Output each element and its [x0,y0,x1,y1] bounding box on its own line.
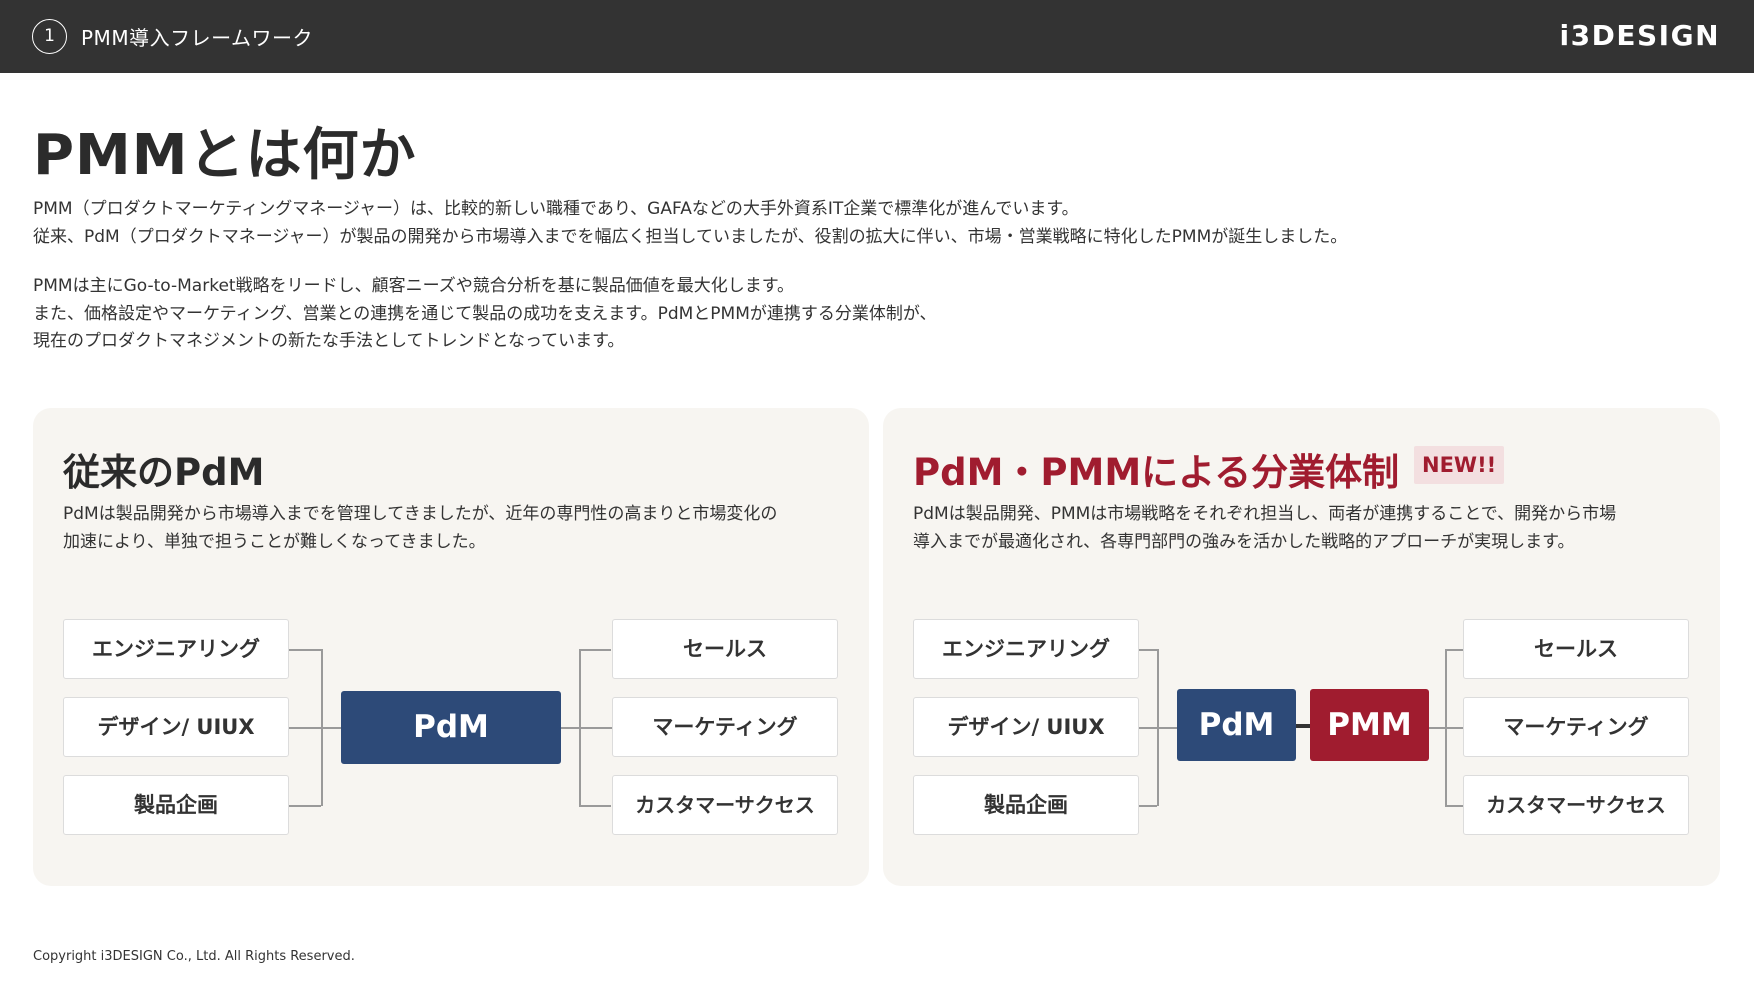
intro-line: 現在のプロダクトマネジメントの新たな手法としてトレンドとなっています。 [33,331,625,351]
panel-description-line: PdMは製品開発から市場導入までを管理してきましたが、近年の専門性の高まりと市場… [63,504,778,524]
connector-line [1445,649,1447,806]
section-number-badge: 1 [32,19,67,54]
brand-logo: i3DESIGN [1559,19,1720,52]
connector-line [289,649,321,651]
pdm-role-box: PdM [1177,689,1296,761]
dept-box-engineering: エンジニアリング [63,619,289,679]
dept-box-design: デザイン/ UIUX [63,697,289,757]
panel-title: 従来のPdM [63,451,265,494]
dept-box-engineering: エンジニアリング [913,619,1139,679]
connector-line [579,649,611,651]
connector-line [1139,727,1179,729]
header-bar: 1 PMM導入フレームワーク i3DESIGN [0,0,1754,73]
section-title: PMM導入フレームワーク [81,26,313,50]
intro-line: PMMは主にGo-to-Market戦略をリードし、顧客ニーズや競合分析を基に製… [33,276,795,296]
intro-line: 従来、PdM（プロダクトマネージャー）が製品の開発から市場導入までを幅広く担当し… [33,226,1348,247]
dept-box-planning: 製品企画 [913,775,1139,835]
dept-box-design: デザイン/ UIUX [913,697,1139,757]
dept-box-planning: 製品企画 [63,775,289,835]
intro-line: PMM（プロダクトマーケティングマネージャー）は、比較的新しい職種であり、GAF… [33,199,1079,219]
dept-box-sales: セールス [612,619,838,679]
panel-description: PdMは製品開発から市場導入までを管理してきましたが、近年の専門性の高まりと市場… [63,500,777,556]
connector-line [289,805,321,807]
connector-line [561,727,613,729]
traditional-pdm-panel: 従来のPdM PdMは製品開発から市場導入までを管理してきましたが、近年の専門性… [33,408,869,886]
dept-box-sales: セールス [1463,619,1689,679]
panel-description-line: PdMは製品開発、PMMは市場戦略をそれぞれ担当し、両者が連携することで、開発か… [913,504,1617,524]
page-title: PMMとは何か [33,123,417,188]
connector-line [289,727,345,729]
panel-description: PdMは製品開発、PMMは市場戦略をそれぞれ担当し、両者が連携することで、開発か… [913,500,1616,556]
dept-box-marketing: マーケティング [612,697,838,757]
dept-box-marketing: マーケティング [1463,697,1689,757]
connector-line [321,649,323,806]
connector-line [1445,805,1463,807]
connector-line [1445,649,1463,651]
pdm-pmm-division-panel: PdM・PMMによる分業体制 NEW!! PdMは製品開発、PMMは市場戦略をそ… [883,408,1720,886]
connector-line [579,649,581,806]
connector-line [1139,805,1157,807]
pmm-role-box: PMM [1310,689,1429,761]
new-badge: NEW!! [1414,446,1505,484]
dept-box-customer-success: カスタマーサクセス [612,775,838,835]
connector-line [579,805,611,807]
pdm-pmm-link [1296,724,1310,728]
connector-line [1157,649,1159,806]
copyright-footer: Copyright i3DESIGN Co., Ltd. All Rights … [33,949,355,964]
intro-text: PMM（プロダクトマーケティングマネージャー）は、比較的新しい職種であり、GAF… [33,196,1347,356]
intro-line: また、価格設定やマーケティング、営業との連携を通じて製品の成功を支えます。PdM… [33,303,937,324]
dept-box-customer-success: カスタマーサクセス [1463,775,1689,835]
panel-description-line: 加速により、単独で担うことが難しくなってきました。 [63,532,486,552]
connector-line [1139,649,1157,651]
pdm-role-box: PdM [341,691,561,764]
panel-title: PdM・PMMによる分業体制 [913,451,1400,494]
panel-description-line: 導入までが最適化され、各専門部門の強みを活かした戦略的アプローチが実現します。 [913,532,1575,552]
